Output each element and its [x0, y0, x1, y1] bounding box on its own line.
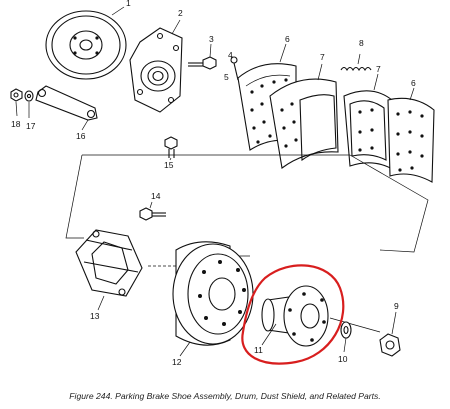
part-7-shoe-left	[269, 63, 339, 169]
callout-labels: 1 2 3 4 5 6 7 8 7 6 18 17 16 15 14 13 12…	[11, 0, 416, 367]
part-6-lining-right	[387, 87, 435, 183]
callout-18: 18	[11, 119, 21, 129]
callout-7b: 7	[376, 64, 381, 74]
figure-caption: Figure 244. Parking Brake Shoe Assembly,…	[69, 391, 381, 401]
callout-3: 3	[209, 34, 214, 44]
part-13-dust-shield	[75, 229, 143, 311]
part-2-backing-plate	[129, 19, 183, 113]
callout-5: 5	[224, 72, 229, 82]
callout-2: 2	[178, 8, 183, 18]
part-16-lever	[35, 85, 98, 131]
callout-16: 16	[76, 131, 86, 141]
part-11-flange	[261, 285, 329, 347]
callout-10: 10	[338, 354, 348, 364]
callout-8: 8	[359, 38, 364, 48]
callout-11: 11	[254, 345, 263, 355]
callout-14: 14	[151, 191, 161, 201]
part-3-bolt	[188, 43, 217, 70]
part-1-pulley	[45, 6, 127, 80]
callout-6b: 6	[411, 78, 416, 88]
callout-1: 1	[126, 0, 131, 8]
callout-12: 12	[172, 357, 182, 367]
part-9-nut	[379, 311, 401, 357]
part-12-brake-drum	[172, 241, 254, 357]
callout-15: 15	[164, 160, 174, 170]
callout-6a: 6	[285, 34, 290, 44]
part-10-washer	[340, 321, 352, 353]
part-15-bolt	[164, 136, 178, 161]
callout-7a: 7	[320, 52, 325, 62]
part-14-bolt	[139, 201, 166, 221]
red-highlight-circle	[241, 264, 345, 365]
assembly-centerlines	[65, 154, 429, 333]
part-17-18-nut-washer	[10, 88, 34, 118]
callout-13: 13	[90, 311, 100, 321]
callout-17: 17	[26, 121, 36, 131]
callout-9: 9	[394, 301, 399, 311]
part-4-5-screw	[230, 56, 239, 81]
part-8-spring	[340, 53, 372, 72]
part-7-shoe-right	[343, 73, 395, 171]
callout-4: 4	[228, 50, 233, 60]
